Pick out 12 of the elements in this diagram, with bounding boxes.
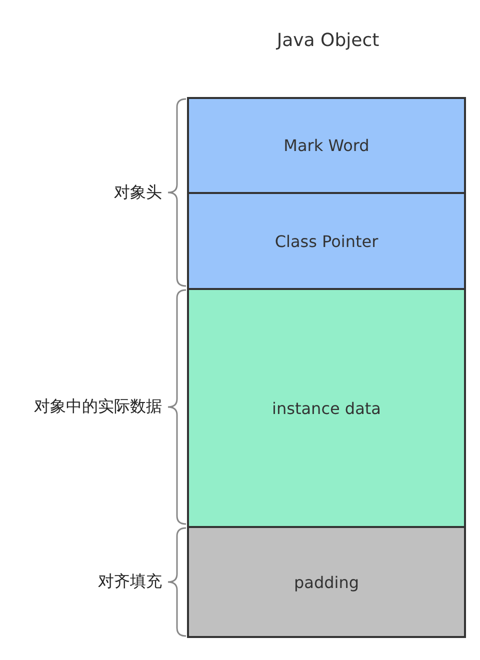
bracket-label: 对齐填充: [98, 572, 162, 592]
block-label: Mark Word: [284, 136, 370, 155]
block-label: Class Pointer: [274, 232, 378, 250]
memory-block: [187, 526, 466, 638]
block-label: padding: [294, 572, 359, 592]
bracket-label: 对象头: [114, 182, 162, 203]
memory-block: [187, 97, 466, 194]
memory-block: [187, 288, 466, 528]
memory-block: [187, 192, 466, 290]
block-label: instance data: [272, 398, 381, 418]
bracket-label: 对象中的实际数据: [34, 396, 162, 418]
title: Java Object: [276, 30, 380, 51]
